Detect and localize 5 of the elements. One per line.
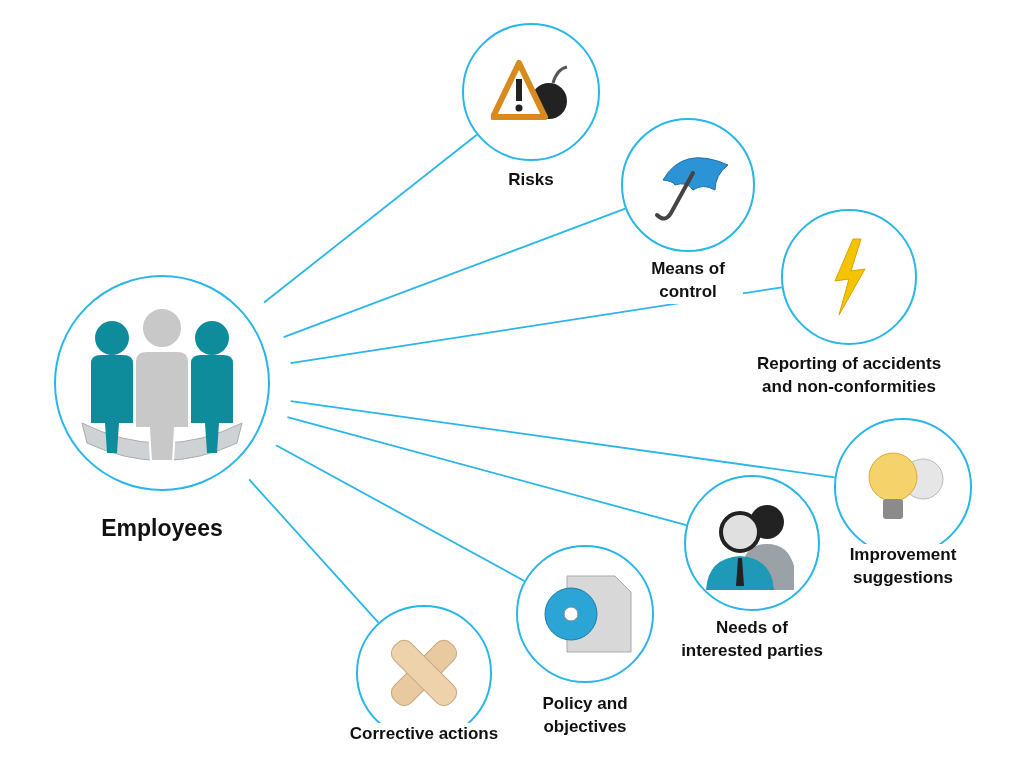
connector-line [248,478,380,624]
connector-line [289,400,836,479]
connector-line [282,207,627,339]
connector-line [275,444,526,582]
connector-line [263,133,478,304]
